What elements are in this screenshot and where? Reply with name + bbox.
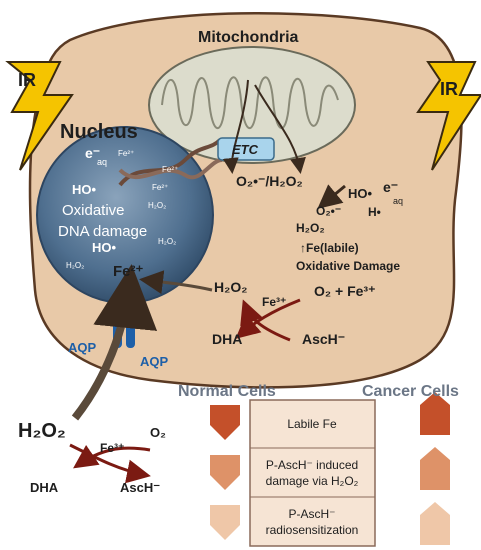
arrow-cell-redox-2 [235, 298, 301, 339]
rad-eaq-sub: aq [393, 196, 403, 206]
cell-o2-fe3: O₂ + Fe³⁺ [314, 283, 375, 299]
row-radiosensitization-b: radiosensitization [266, 523, 359, 537]
nuc-fe-b: Fe²⁺ [162, 165, 178, 174]
normal-chevron-2 [210, 455, 240, 490]
nuc-ho-top: HO• [72, 182, 97, 197]
nuc-dna: DNA damage [58, 223, 147, 240]
rad-h2o2: H₂O₂ [296, 221, 325, 235]
cell-fe3: Fe³⁺ [262, 295, 286, 309]
cell-asch: AscH⁻ [302, 331, 345, 347]
o2-h2o2-label: O₂•⁻/H₂O₂ [236, 173, 303, 189]
cancer-chevron-3 [420, 502, 450, 545]
aqp-left-label: AQP [68, 340, 97, 355]
nuc-h2o2-a: H₂O₂ [148, 201, 166, 210]
lightning-right-icon [416, 61, 481, 171]
rad-ho: HO• [348, 186, 373, 201]
nuc-ho-bottom: HO• [92, 240, 117, 255]
arrow-out-redox-2 [69, 443, 151, 484]
nuc-eaq: e⁻ [85, 145, 100, 161]
arrow-mito-o2 [254, 84, 306, 174]
comparison-table [249, 399, 376, 547]
nuc-fe-c: Fe²⁺ [152, 183, 168, 192]
nuc-fe-a: Fe²⁺ [118, 149, 134, 158]
out-dha: DHA [30, 480, 59, 495]
cancer-chevron-1 [420, 392, 450, 435]
row-induced-damage-a: P-AscH⁻ induced [266, 458, 358, 472]
cell-dha: DHA [212, 331, 242, 347]
dna-helix [118, 138, 223, 187]
cell-h2o2: H₂O₂ [214, 279, 247, 295]
rad-o2: O₂•⁻ [316, 204, 341, 218]
rad-h: H• [368, 205, 381, 219]
aqp-right-label: AQP [140, 354, 169, 369]
normal-chevron-3 [210, 505, 240, 540]
cancer-chevron-2 [420, 447, 450, 490]
normal-chevron-1 [210, 405, 240, 440]
row-induced-damage-b: damage via H₂O₂ [266, 474, 359, 488]
rad-eaq: e⁻ [383, 179, 398, 195]
nucleus-label: Nucleus [60, 121, 138, 143]
oxidative-damage: Oxidative Damage [296, 259, 400, 273]
out-fe3: Fe³⁺ [100, 441, 124, 455]
nuc-oxidative: Oxidative [62, 202, 125, 219]
row-labile-fe: Labile Fe [287, 417, 337, 431]
arrow-out-redox-1 [73, 444, 151, 469]
nuc-eaq-sub: aq [97, 157, 107, 167]
cancer-cells-header: Cancer Cells [362, 383, 459, 400]
etc-label: ETC [232, 142, 259, 157]
arrow-radicals [317, 184, 346, 209]
out-asch: AscH⁻ [120, 480, 160, 495]
out-h2o2: H₂O₂ [18, 420, 66, 442]
fe-labile: ↑Fe(labile) [300, 241, 359, 255]
out-o2: O₂ [150, 425, 166, 440]
lightning-left-icon [5, 61, 74, 171]
ir-left-label: IR [18, 70, 36, 90]
nuc-fe2: Fe²⁺ [113, 263, 144, 280]
mito-cristae [161, 76, 339, 130]
arrow-mito-etc [222, 79, 249, 174]
row-radiosensitization-a: P-AscH⁻ [288, 507, 335, 521]
nuc-h2o2-right: H₂O₂ [158, 237, 176, 246]
mitochondria-label: Mitochondria [198, 29, 299, 46]
mitochondria [148, 46, 356, 164]
normal-cells-header: Normal Cells [178, 383, 276, 400]
arrow-h2o2-import [71, 264, 158, 421]
ir-right-label: IR [440, 79, 458, 99]
nuc-h2o2-left: H₂O₂ [66, 261, 84, 270]
